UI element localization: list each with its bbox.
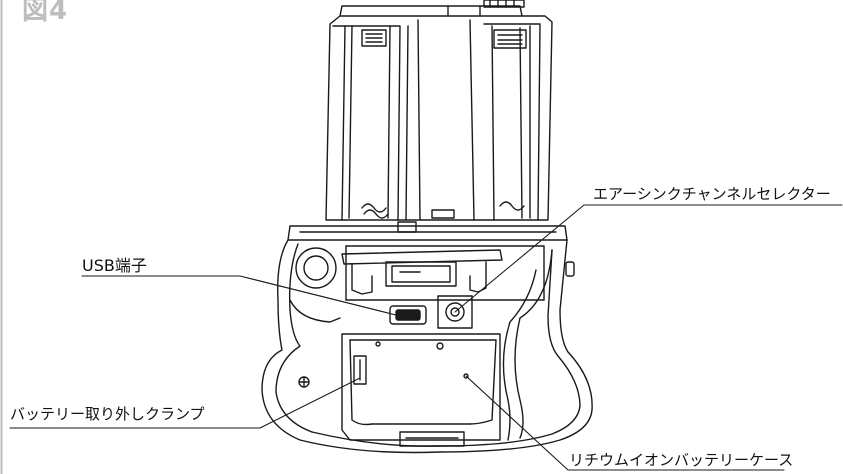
callout-li-ion-case: リチウムイオンバッテリーケース	[569, 451, 794, 469]
callout-leaders	[9, 204, 843, 471]
callout-usb-port: USB端子	[82, 256, 147, 275]
callout-air-sync-selector: エアーシンクチャンネルセレクター	[593, 185, 831, 203]
usb-leader	[81, 275, 401, 317]
battery-clamp-shape	[353, 355, 367, 385]
air-sync-selector-shape	[437, 295, 473, 329]
battery-tray	[325, 0, 553, 221]
usb-port-shape	[389, 305, 427, 325]
callout-battery-clamp: バッテリー取り外しクランプ	[10, 405, 205, 423]
figure-label: 図4	[22, 0, 69, 26]
clamp-leader	[9, 377, 361, 429]
grip-body	[261, 221, 593, 454]
li-ion-leader	[465, 375, 785, 471]
inner-compartment	[341, 245, 545, 447]
air-sync-leader	[454, 204, 843, 313]
